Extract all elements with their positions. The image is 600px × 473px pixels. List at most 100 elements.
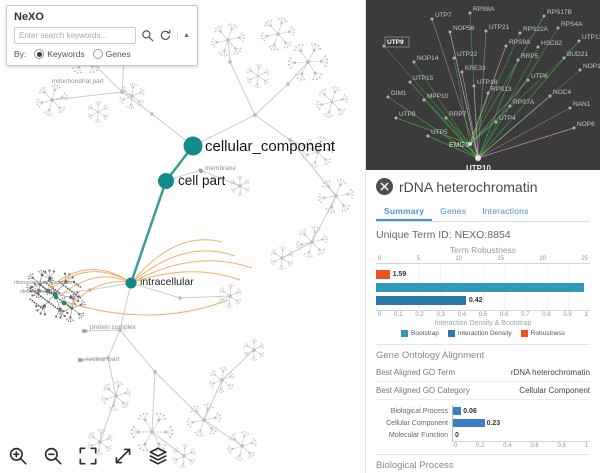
gene-node-rps8a[interactable]: RPS8A: [473, 6, 495, 13]
gene-node-utp21[interactable]: UTP21: [489, 24, 510, 31]
gene-node-hsc82[interactable]: HSC82: [541, 40, 562, 47]
gene-node-kre33[interactable]: KRE33: [465, 65, 486, 72]
tab-genes[interactable]: Genes: [440, 206, 467, 216]
term-node-cell-part[interactable]: [158, 173, 174, 189]
refresh-icon[interactable]: [159, 29, 172, 42]
term-node-cellular-component[interactable]: [183, 136, 203, 156]
right-column: UTP9 UTP7 RPS8A RPS17B NOP56 UTP21 RPS22A RPS4A…: [365, 0, 600, 473]
unique-term-id: Unique Term ID: NEXO:8854: [376, 229, 590, 241]
gene-node-utp10[interactable]: UTP10: [466, 164, 491, 170]
gene-node-bud21[interactable]: BUD21: [567, 51, 588, 58]
axis-tick: 0: [378, 312, 382, 318]
gene-node-rps17b[interactable]: RPS17B: [547, 9, 572, 16]
gene-node-nop56[interactable]: NOP56: [453, 25, 475, 32]
close-icon[interactable]: [376, 178, 393, 195]
bar: [376, 269, 390, 279]
gene-node-rps9a[interactable]: RPS9A: [509, 39, 531, 46]
gene-node-mpp10[interactable]: MPP10: [427, 93, 449, 100]
axis-tick: 0.1: [394, 312, 403, 318]
term-label-cellular-component[interactable]: cellular_component: [205, 138, 336, 155]
term-title: rDNA heterochromatin: [399, 178, 538, 195]
zoom-out-button[interactable]: [41, 444, 65, 468]
axis-tick: 0: [378, 256, 382, 262]
term-label-membrane[interactable]: membrane: [205, 165, 237, 172]
collapse-caret-icon[interactable]: ▲: [177, 32, 190, 39]
term-node-intracellular[interactable]: [125, 277, 137, 289]
gene-node-emg1[interactable]: EMG1: [449, 142, 469, 149]
alignment-bar-area: 0.23: [452, 417, 590, 429]
alignment-bar-area: 0: [452, 429, 590, 441]
axis-tick: 0.2: [415, 312, 424, 318]
gene-node-nan1[interactable]: NAN1: [573, 101, 591, 108]
radio-genes-circle[interactable]: [92, 49, 103, 59]
gene-node-nop1[interactable]: NOP1: [583, 63, 600, 70]
robustness-bar-interaction-density: 0.42: [376, 295, 590, 305]
alignment-row-label: Cellular Component: [386, 419, 448, 427]
robustness-axis-caption: Interaction Density & Bootstrap: [434, 320, 532, 327]
alignment-row-cellular-component: Cellular Component 0.23: [376, 417, 590, 429]
gene-node-utp18[interactable]: UTP18: [477, 79, 498, 86]
search-mode-row: By: Keywords Genes: [14, 49, 190, 59]
legend-swatch: [447, 330, 455, 337]
tab-summary[interactable]: Summary: [376, 202, 433, 221]
gene-node-utp15[interactable]: UTP15: [413, 75, 434, 82]
radio-keywords-circle[interactable]: [34, 49, 45, 59]
gene-node-utp22[interactable]: UTP22: [457, 51, 478, 58]
expand-subtree-button[interactable]: [111, 444, 135, 468]
legend-swatch: [401, 330, 408, 337]
gene-network-canvas[interactable]: UTP9 UTP7 RPS8A RPS17B NOP56 UTP21 RPS22A RPS4A…: [366, 0, 600, 170]
legend-label: Interaction Density: [457, 330, 512, 337]
gene-node-rrp5[interactable]: RRP5: [521, 53, 539, 60]
fit-to-screen-button[interactable]: [76, 444, 100, 468]
gene-node-noc4[interactable]: NOC4: [553, 89, 571, 96]
network-nodes: [382, 11, 582, 161]
zoom-in-icon: [9, 447, 27, 465]
ontology-tree-canvas[interactable]: [0, 0, 365, 473]
radio-keywords[interactable]: Keywords: [34, 49, 85, 59]
gene-node-utp7[interactable]: UTP7: [435, 12, 452, 19]
tree-toolbar: [6, 444, 170, 468]
gene-node-utp4[interactable]: UTP4: [499, 115, 516, 122]
axis-tick: 0.7: [521, 312, 530, 318]
gene-node-rps13[interactable]: RPS13: [491, 86, 512, 93]
axis-tick: 0.9: [563, 312, 572, 318]
term-id-label: Unique Term ID:: [376, 229, 452, 241]
gene-node-rrp7[interactable]: RRP7: [449, 111, 467, 118]
tab-interactions[interactable]: Interactions: [482, 206, 529, 216]
term-label-ribosomal-subunit[interactable]: ribosomal subunit: [20, 289, 60, 295]
gene-node-utp5[interactable]: UTP5: [431, 129, 448, 136]
zoom-in-button[interactable]: [6, 444, 30, 468]
gene-node-rps7a[interactable]: RPS7A: [513, 99, 535, 106]
go-row-value: rDNA heterochromatin: [510, 368, 590, 377]
term-label-cell-part[interactable]: cell part: [178, 173, 226, 188]
gene-node-utp13[interactable]: UTP13: [582, 34, 600, 41]
term-label-protein-complex[interactable]: protein complex: [90, 324, 136, 331]
search-icon[interactable]: [141, 29, 154, 42]
layers-button[interactable]: [146, 444, 170, 468]
gene-node-rps22a[interactable]: RPS22A: [523, 26, 549, 33]
gene-network-panel[interactable]: UTP9 UTP7 RPS8A RPS17B NOP56 UTP21 RPS22A RPS4A…: [366, 0, 600, 170]
term-label-intracellular[interactable]: intracellular: [140, 276, 194, 288]
gene-node-nop14[interactable]: NOP14: [417, 55, 439, 62]
gene-node-utp8[interactable]: UTP8: [399, 111, 416, 118]
radio-genes[interactable]: Genes: [92, 49, 131, 59]
fit-to-screen-icon: [79, 447, 97, 465]
gene-node-rps4a[interactable]: RPS4A: [561, 21, 583, 28]
bar: [376, 295, 466, 305]
term-label-nuclear-part[interactable]: nuclear part: [85, 356, 120, 363]
gene-node-nop6[interactable]: NOP6: [577, 121, 595, 128]
gene-node-dim1[interactable]: DIM1: [391, 90, 407, 97]
bar-value: 0.23: [486, 419, 501, 427]
gene-node-utp9[interactable]: UTP9: [387, 39, 404, 46]
gene-node-utp6[interactable]: UTP6: [531, 73, 548, 80]
axis-tick: 0.4: [503, 443, 512, 449]
term-label-mitochondrial-part[interactable]: mitochondrial part: [52, 78, 104, 85]
term-label-ribonucleoprotein-complex[interactable]: ribonucleoprotein complex: [14, 280, 73, 286]
legend-item-robustness: Robustness: [520, 330, 565, 337]
search-input[interactable]: [14, 27, 137, 44]
